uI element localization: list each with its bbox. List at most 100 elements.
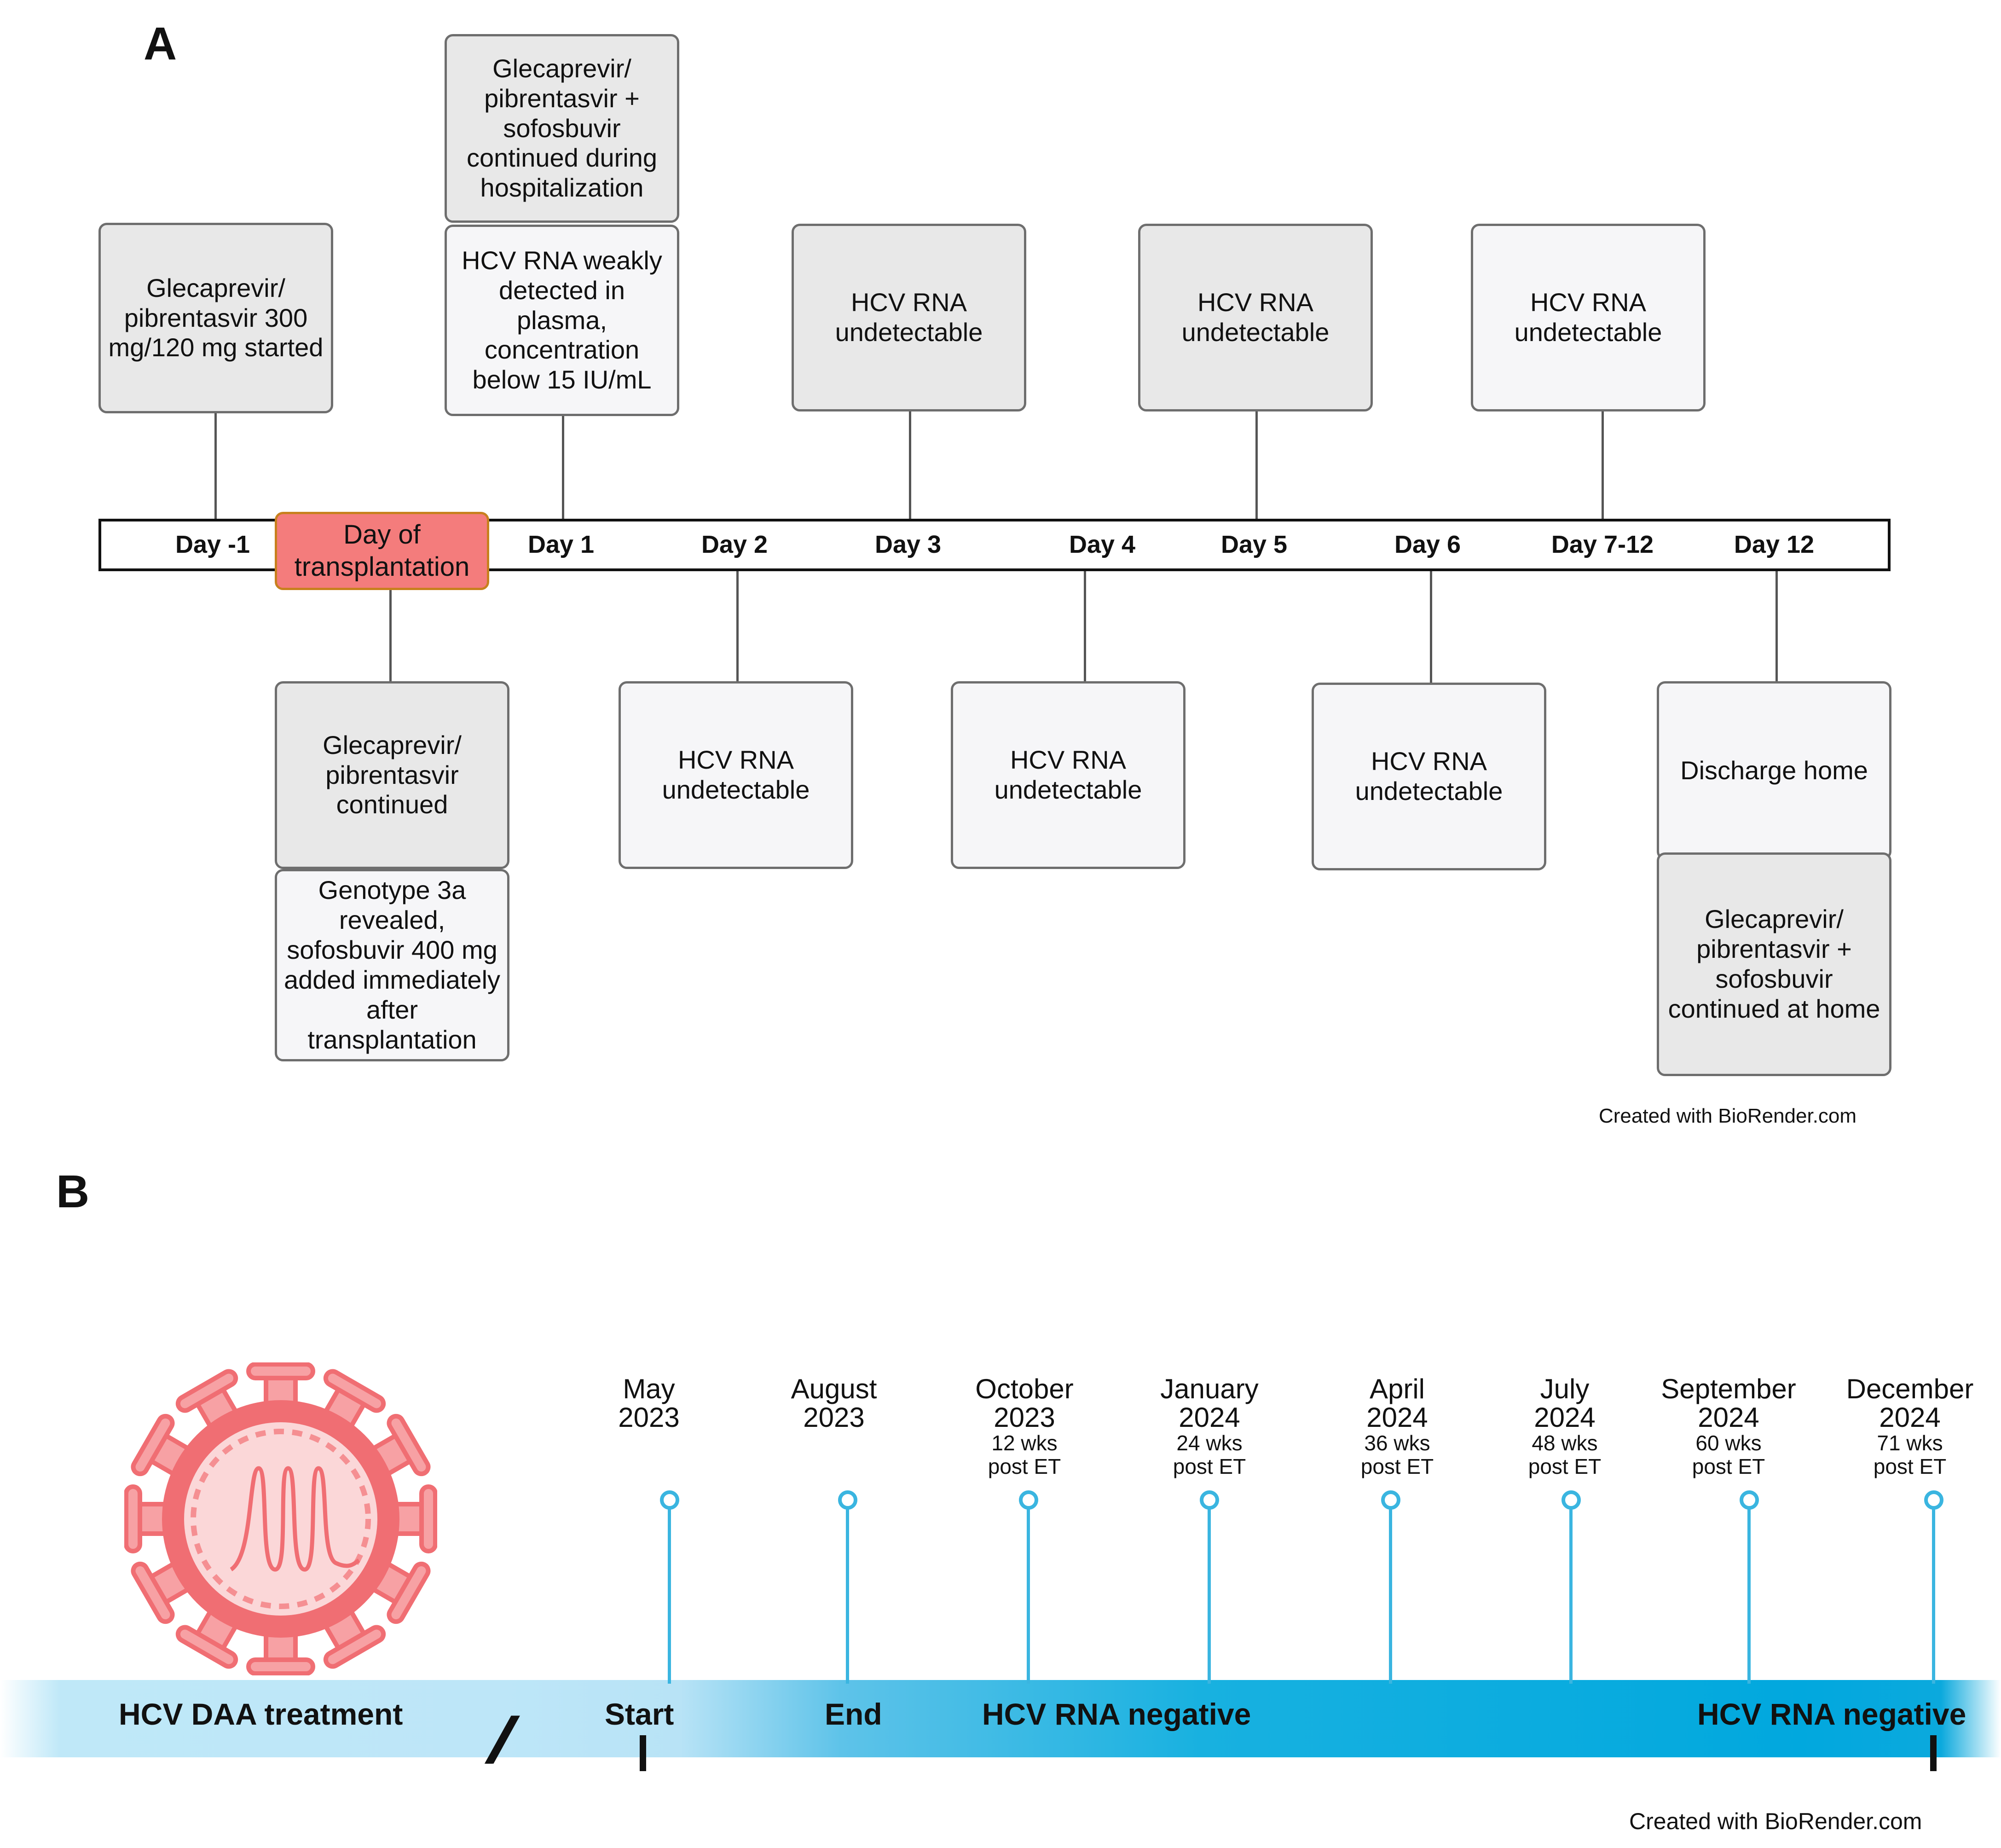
connector-day-minus1 xyxy=(214,412,217,519)
date-label-july-2024: July 2024 48 wks post ET xyxy=(1528,1375,1602,1478)
weeks: 71 wks xyxy=(1877,1431,1943,1455)
year: 2024 xyxy=(1879,1402,1941,1433)
weeks: 60 wks xyxy=(1695,1431,1762,1455)
month: October xyxy=(975,1373,1074,1404)
day-label-minus1: Day -1 xyxy=(175,531,250,558)
credit-panel-b: Created with BioRender.com xyxy=(1629,1808,1922,1834)
date-label-october-2023: October 2023 12 wks post ET xyxy=(975,1375,1073,1478)
pin-line-august-2023 xyxy=(846,1509,849,1684)
day-label-3: Day 3 xyxy=(874,531,942,558)
start-tick xyxy=(640,1735,646,1771)
event-text: Glecaprevir/ pibrentasvir + sofosbuvir c… xyxy=(466,53,658,203)
event-box-day1-hcv-rna: HCV RNA weakly detected in plasma, conce… xyxy=(445,225,679,416)
virus-icon xyxy=(124,1362,437,1675)
pin-head-december-2024 xyxy=(1924,1490,1943,1510)
post-et: post ET xyxy=(1528,1454,1602,1478)
band-label-hcv-daa-treatment: HCV DAA treatment xyxy=(119,1697,403,1731)
event-text: HCV RNA undetectable xyxy=(1355,747,1503,805)
event-text: HCV RNA undetectable xyxy=(994,745,1142,804)
pin-head-april-2024 xyxy=(1381,1490,1400,1510)
event-text: HCV RNA undetectable xyxy=(1514,288,1662,347)
pin-line-july-2024 xyxy=(1569,1509,1573,1684)
year: 2023 xyxy=(994,1402,1055,1433)
month: April xyxy=(1369,1373,1425,1404)
month: May xyxy=(623,1373,675,1404)
event-text: HCV RNA undetectable xyxy=(835,288,983,347)
day-of-transplantation-text: Day of transplantation xyxy=(294,520,470,582)
pin-head-january-2024 xyxy=(1200,1490,1219,1510)
connector-day3 xyxy=(909,411,911,519)
post-et: post ET xyxy=(1173,1454,1246,1478)
date-label-september-2024: September 2024 60 wks post ET xyxy=(1661,1375,1796,1478)
event-box-day3: HCV RNA undetectable xyxy=(792,224,1026,411)
day-label-2: Day 2 xyxy=(701,531,768,558)
pin-head-october-2023 xyxy=(1019,1490,1038,1510)
event-box-day12-treatment: Glecaprevir/ pibrentasvir + sofosbuvir c… xyxy=(1657,852,1891,1076)
pin-line-december-2024 xyxy=(1932,1509,1935,1684)
month: September xyxy=(1661,1373,1796,1404)
month: December xyxy=(1846,1373,1974,1404)
event-box-day2: HCV RNA undetectable xyxy=(619,681,853,869)
month: July xyxy=(1540,1373,1590,1404)
day-label-12: Day 12 xyxy=(1734,531,1815,558)
pin-line-may-2023 xyxy=(668,1509,671,1684)
event-box-transplant-treatment: Glecaprevir/ pibrentasvir continued xyxy=(275,681,509,869)
day-label-1: Day 1 xyxy=(527,531,595,558)
year: 2023 xyxy=(618,1402,680,1433)
pin-head-september-2024 xyxy=(1740,1490,1759,1510)
event-text: Glecaprevir/ pibrentasvir + sofosbuvir c… xyxy=(1668,904,1880,1023)
event-box-day-minus1: Glecaprevir/ pibrentasvir 300 mg/120 mg … xyxy=(98,223,333,413)
month: January xyxy=(1160,1373,1259,1404)
band-label-start: Start xyxy=(605,1697,674,1731)
band-label-hcv-rna-negative-2: HCV RNA negative xyxy=(1697,1697,1966,1731)
pin-head-may-2023 xyxy=(660,1490,679,1510)
weeks: 48 wks xyxy=(1532,1431,1598,1455)
event-text: HCV RNA weakly detected in plasma, conce… xyxy=(462,245,662,394)
date-label-august-2023: August 2023 xyxy=(791,1375,877,1431)
connector-day4 xyxy=(1084,571,1086,681)
end-tick xyxy=(1930,1735,1937,1771)
post-et: post ET xyxy=(1360,1454,1434,1478)
event-box-genotype: Genotype 3a revealed, sofosbuvir 400 mg … xyxy=(275,869,509,1061)
post-et: post ET xyxy=(1692,1454,1765,1478)
event-text: Discharge home xyxy=(1680,755,1868,785)
year: 2024 xyxy=(1179,1402,1240,1433)
connector-day12 xyxy=(1775,571,1778,681)
band-label-end: End xyxy=(825,1697,882,1731)
pin-line-october-2023 xyxy=(1027,1509,1030,1684)
connector-day2 xyxy=(736,571,739,681)
post-et: post ET xyxy=(988,1454,1061,1478)
pin-head-july-2024 xyxy=(1561,1490,1581,1510)
weeks: 12 wks xyxy=(991,1431,1058,1455)
event-text: Glecaprevir/ pibrentasvir continued xyxy=(323,730,462,819)
day-of-transplantation-label: Day of transplantation xyxy=(275,512,489,590)
month: August xyxy=(791,1373,877,1404)
treatment-timeline-band xyxy=(0,1680,2001,1757)
event-box-day4: HCV RNA undetectable xyxy=(951,681,1186,869)
event-box-day1-treatment: Glecaprevir/ pibrentasvir + sofosbuvir c… xyxy=(445,34,679,223)
weeks: 36 wks xyxy=(1364,1431,1430,1455)
band-label-hcv-rna-negative-1: HCV RNA negative xyxy=(982,1697,1251,1731)
pin-line-april-2024 xyxy=(1389,1509,1392,1684)
panel-a-letter: A xyxy=(144,18,177,70)
event-box-day6: HCV RNA undetectable xyxy=(1312,683,1546,870)
day-label-6: Day 6 xyxy=(1394,531,1461,558)
connector-day6 xyxy=(1430,571,1432,683)
connector-day-of-transplant xyxy=(389,590,392,681)
date-label-december-2024: December 2024 71 wks post ET xyxy=(1846,1375,1974,1478)
event-box-day5: HCV RNA undetectable xyxy=(1138,224,1373,411)
connector-day5 xyxy=(1255,411,1258,519)
day-label-7-12: Day 7-12 xyxy=(1551,531,1654,558)
pin-line-september-2024 xyxy=(1747,1509,1751,1684)
post-et: post ET xyxy=(1873,1454,1947,1478)
day-label-4: Day 4 xyxy=(1069,531,1136,558)
pin-line-january-2024 xyxy=(1208,1509,1211,1684)
year: 2023 xyxy=(803,1402,865,1433)
year: 2024 xyxy=(1698,1402,1759,1433)
pin-head-august-2023 xyxy=(838,1490,857,1510)
event-box-discharge: Discharge home xyxy=(1657,681,1891,860)
event-text: HCV RNA undetectable xyxy=(1181,288,1330,347)
weeks: 24 wks xyxy=(1176,1431,1243,1455)
date-label-january-2024: January 2024 24 wks post ET xyxy=(1160,1375,1258,1478)
